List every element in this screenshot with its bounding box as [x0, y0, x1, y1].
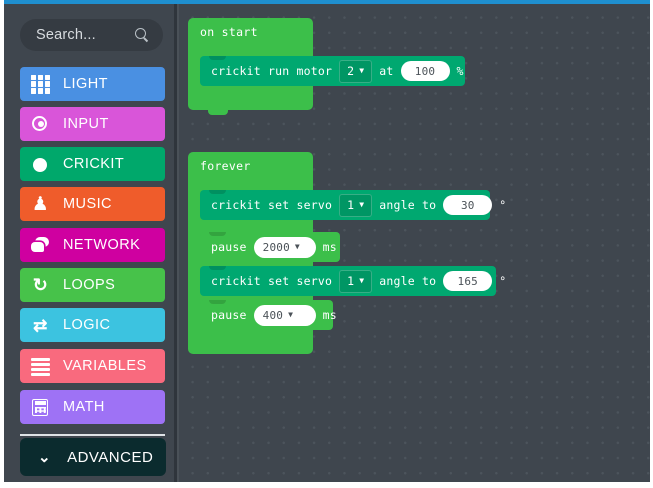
block-header: forever — [200, 159, 251, 173]
search-placeholder: Search... — [36, 27, 96, 43]
block-text: angle to — [379, 274, 437, 288]
crickit-set-servo-block-1[interactable]: crickit set servo 1 ▼ angle to 30 ° — [200, 190, 506, 220]
unit-label: ms — [322, 240, 337, 254]
sidebar-item-label: MATH — [63, 399, 105, 415]
circle-dot-icon — [31, 155, 50, 174]
sidebar-item-crickit[interactable]: CRICKIT — [20, 147, 165, 181]
sidebar-item-label: MUSIC — [63, 196, 112, 212]
chevron-down-icon: ▼ — [359, 276, 365, 285]
calculator-icon — [31, 398, 50, 417]
block-text: pause — [211, 308, 247, 322]
pause-block-2[interactable]: pause 400 ▼ ms — [200, 300, 337, 330]
unit-label: ° — [499, 274, 507, 288]
sidebar-item-label: VARIABLES — [63, 358, 147, 374]
sidebar-item-label: INPUT — [63, 116, 109, 132]
lines-icon — [31, 356, 50, 377]
canvas-edge — [177, 4, 179, 482]
unit-label: ° — [499, 198, 507, 212]
servo-value: 1 — [347, 198, 355, 212]
stack-bottom-notch — [209, 330, 227, 336]
search-input[interactable]: Search... — [20, 19, 163, 51]
block-text: angle to — [379, 198, 437, 212]
sidebar-item-logic[interactable]: ⇄ LOGIC — [20, 308, 165, 342]
unit-label: ms — [322, 308, 337, 322]
sidebar-item-music[interactable]: ♟ MUSIC — [20, 187, 165, 221]
chevron-down-icon: ▼ — [288, 310, 294, 319]
sidebar-item-loops[interactable]: ↻ LOOPS — [20, 268, 165, 302]
servo-angle-field[interactable]: 165 — [443, 271, 493, 291]
block-top-notch — [209, 300, 226, 304]
block-top-notch — [209, 232, 226, 236]
grid-icon — [31, 74, 50, 94]
motor-value: 2 — [347, 64, 355, 78]
block-top-notch — [209, 190, 226, 194]
servo-select[interactable]: 1 ▼ — [339, 193, 373, 217]
sidebar-edge — [174, 4, 177, 482]
target-icon — [31, 115, 50, 134]
servo-value: 1 — [347, 274, 355, 288]
block-top-notch — [209, 56, 226, 60]
sidebar-item-label: LOGIC — [63, 317, 111, 333]
unit-label: % — [456, 64, 464, 78]
toolbox-sidebar: Search... LIGHT INPUT CRICKIT ♟ MUSIC — [4, 4, 176, 482]
sidebar-item-advanced[interactable]: ⌄ ADVANCED — [20, 438, 166, 476]
block-top-notch — [209, 266, 226, 270]
servo-angle-field[interactable]: 30 — [443, 195, 493, 215]
servo-select[interactable]: 1 ▼ — [339, 269, 373, 293]
block-text: crickit run motor — [211, 64, 333, 78]
sidebar-item-label: NETWORK — [63, 237, 141, 253]
crickit-run-motor-block[interactable]: crickit run motor 2 ▼ at 100 % — [200, 56, 465, 86]
block-text: pause — [211, 240, 247, 254]
chevron-down-icon: ▼ — [359, 200, 365, 209]
headphones-icon: ♟ — [31, 193, 50, 215]
chevron-down-icon: ⌄ — [38, 448, 52, 466]
blocks-canvas[interactable]: on start crickit run motor 2 ▼ at 100 % … — [179, 4, 650, 482]
sidebar-item-math[interactable]: MATH — [20, 390, 165, 424]
sidebar-item-label: LIGHT — [63, 76, 108, 92]
loop-arrow-icon: ↻ — [32, 274, 49, 295]
shuffle-icon: ⇄ — [33, 315, 48, 335]
block-text: crickit set servo — [211, 274, 333, 288]
sidebar-item-label: ADVANCED — [67, 448, 154, 466]
chevron-down-icon: ▼ — [359, 66, 365, 75]
search-icon[interactable] — [135, 28, 149, 42]
top-accent-bar — [4, 0, 650, 4]
block-bottom-notch — [208, 110, 228, 115]
motor-speed-field[interactable]: 100 — [400, 61, 450, 81]
chat-bubbles-icon — [31, 236, 50, 255]
pause-block-1[interactable]: pause 2000 ▼ ms — [200, 232, 340, 262]
pause-duration-value: 2000 — [262, 240, 290, 254]
crickit-set-servo-block-2[interactable]: crickit set servo 1 ▼ angle to 165 ° — [200, 266, 506, 296]
toolbox-divider — [20, 434, 165, 436]
pause-duration-value: 400 — [262, 308, 284, 322]
block-text: at — [379, 64, 394, 78]
sidebar-item-light[interactable]: LIGHT — [20, 67, 165, 101]
sidebar-item-network[interactable]: NETWORK — [20, 228, 165, 262]
motor-select[interactable]: 2 ▼ — [339, 59, 373, 83]
sidebar-item-label: CRICKIT — [63, 156, 125, 172]
sidebar-item-variables[interactable]: VARIABLES — [20, 349, 165, 383]
pause-duration-select[interactable]: 400 ▼ — [253, 304, 316, 326]
block-header: on start — [200, 25, 258, 39]
sidebar-item-label: LOOPS — [63, 277, 116, 293]
pause-duration-select[interactable]: 2000 ▼ — [253, 236, 316, 258]
chevron-down-icon: ▼ — [294, 242, 300, 251]
block-text: crickit set servo — [211, 198, 333, 212]
sidebar-item-input[interactable]: INPUT — [20, 107, 165, 141]
